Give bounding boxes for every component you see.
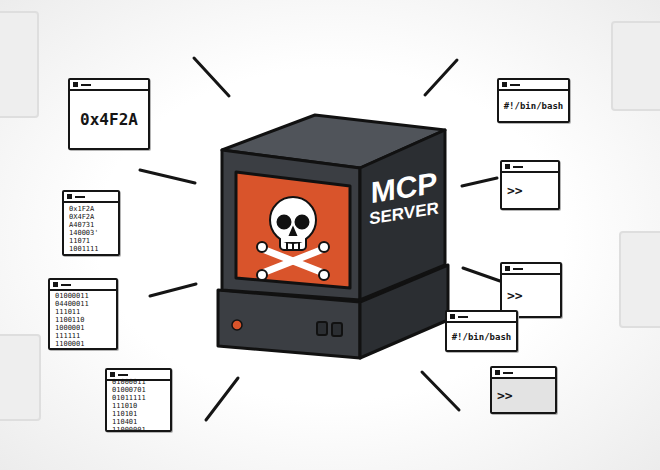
window-button bbox=[110, 372, 115, 377]
skull-cranium bbox=[270, 197, 316, 243]
window-body: >> bbox=[492, 379, 555, 412]
bone-end bbox=[257, 242, 267, 252]
window-button bbox=[505, 266, 510, 271]
window-bar-line bbox=[513, 166, 523, 168]
bone-end bbox=[319, 270, 329, 280]
ray-line bbox=[463, 268, 500, 281]
window-text: >> bbox=[507, 183, 523, 198]
window-bar-line bbox=[75, 196, 85, 198]
window-button bbox=[505, 164, 510, 169]
window-body: 0x1F2A 0X4F2A A40731 140003' 11071 10011… bbox=[64, 203, 118, 254]
window-button bbox=[502, 82, 507, 87]
server-screen bbox=[236, 172, 350, 288]
ray-line bbox=[140, 170, 195, 183]
window-titlebar bbox=[502, 162, 558, 173]
hex-window: 0x1F2A 0X4F2A A40731 140003' 11071 10011… bbox=[62, 190, 120, 256]
rays bbox=[140, 58, 500, 420]
window-bar-line bbox=[513, 268, 523, 270]
window-button bbox=[495, 370, 500, 375]
skull-tooth bbox=[286, 242, 288, 250]
skull-eye bbox=[278, 216, 291, 229]
skull-eye bbox=[296, 216, 309, 229]
faded-box bbox=[0, 12, 38, 117]
bone-end bbox=[319, 242, 329, 252]
prompt-window: >> bbox=[500, 160, 560, 210]
window-body: 0x4F2A bbox=[70, 91, 148, 148]
window-text: #!/bin/bash bbox=[504, 101, 564, 111]
server-base-front bbox=[218, 290, 360, 358]
bone-ends bbox=[257, 242, 329, 280]
server-button bbox=[332, 323, 342, 336]
ray-line bbox=[194, 58, 229, 96]
window-text: >> bbox=[497, 388, 513, 403]
prompt-window: >> bbox=[490, 366, 557, 414]
window-button bbox=[67, 194, 72, 199]
shell-window: #!/bin/bash bbox=[445, 310, 518, 352]
window-body: 01000011 01000701 01011111 111010 110101… bbox=[107, 381, 170, 430]
window-titlebar bbox=[64, 192, 118, 203]
window-titlebar bbox=[492, 368, 555, 379]
window-titlebar bbox=[499, 80, 568, 91]
window-text: #!/bin/bash bbox=[452, 332, 512, 342]
skull-nose bbox=[290, 228, 296, 235]
window-text: 0x1F2A 0X4F2A A40731 140003' 11071 10011… bbox=[69, 205, 105, 253]
ray-line bbox=[150, 284, 196, 296]
ray-line bbox=[422, 372, 459, 410]
ray-line bbox=[462, 178, 497, 186]
window-button bbox=[73, 82, 78, 87]
window-body: #!/bin/bash bbox=[447, 323, 516, 350]
window-bar-line bbox=[118, 374, 128, 376]
ray-line bbox=[206, 378, 238, 420]
window-bar-line bbox=[81, 84, 91, 86]
window-bar-line bbox=[503, 372, 513, 374]
binary-window: 01000011 04400011 111011 1100110 1000001… bbox=[48, 278, 118, 350]
bone-end bbox=[257, 270, 267, 280]
server-side bbox=[360, 130, 445, 300]
faded-box bbox=[0, 335, 40, 420]
window-titlebar bbox=[502, 264, 560, 275]
window-titlebar bbox=[70, 80, 148, 91]
window-text: 01000011 01000701 01011111 111010 110101… bbox=[112, 378, 152, 434]
window-titlebar bbox=[50, 280, 116, 291]
window-bar-line bbox=[510, 84, 520, 86]
crossbones bbox=[265, 250, 321, 272]
bone bbox=[265, 250, 321, 272]
window-bar-line bbox=[458, 316, 468, 318]
skull-tooth bbox=[292, 242, 294, 250]
hex-window: 0x4F2A bbox=[68, 78, 150, 150]
binary-window: 01000011 01000701 01011111 111010 110101… bbox=[105, 368, 172, 432]
ray-line bbox=[425, 60, 457, 95]
bone bbox=[265, 250, 321, 272]
window-text: 01000011 04400011 111011 1100110 1000001… bbox=[55, 292, 95, 348]
window-body: 01000011 04400011 111011 1100110 1000001… bbox=[50, 291, 116, 348]
window-titlebar bbox=[447, 312, 516, 323]
server-button bbox=[317, 322, 327, 335]
power-light bbox=[232, 320, 242, 330]
server-outline bbox=[215, 110, 450, 362]
faded-box bbox=[612, 22, 660, 110]
skull-tooth bbox=[298, 242, 300, 250]
faded-boxes bbox=[0, 12, 660, 420]
window-text: >> bbox=[507, 288, 523, 303]
window-button bbox=[450, 314, 455, 319]
faded-box bbox=[620, 232, 660, 327]
window-bar-line bbox=[61, 284, 71, 286]
shell-window: #!/bin/bash bbox=[497, 78, 570, 123]
window-body: #!/bin/bash bbox=[499, 91, 568, 121]
window-button bbox=[53, 282, 58, 287]
window-body: >> bbox=[502, 173, 558, 208]
skull bbox=[270, 197, 316, 250]
server-box: MCP SERVER bbox=[215, 110, 450, 362]
window-text: 0x4F2A bbox=[80, 110, 138, 129]
server-front bbox=[222, 150, 360, 300]
